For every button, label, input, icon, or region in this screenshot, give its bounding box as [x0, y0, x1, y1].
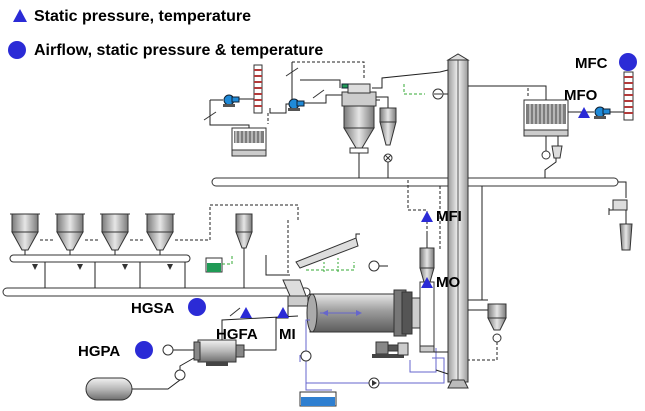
tag-hgsa: HGSA — [131, 300, 175, 317]
mill-drive-motor — [372, 341, 409, 358]
hot-gas-generator — [193, 339, 245, 366]
right-chimney — [623, 71, 634, 121]
feed-silo-1 — [10, 213, 40, 251]
fuel-tank — [85, 377, 133, 401]
feed-silo-4 — [145, 213, 175, 251]
green-tank — [205, 257, 223, 273]
marker-mo — [421, 277, 433, 288]
tag-mfi: MFI — [436, 208, 462, 225]
legend-circle-icon — [8, 41, 26, 59]
marker-mfi — [421, 211, 433, 222]
left-baghouse-filter — [231, 127, 267, 157]
separator-cyclone — [341, 83, 377, 154]
marker-mfo — [578, 107, 590, 118]
water-tank — [299, 391, 337, 407]
legend-triangle-label: Static pressure, temperature — [34, 8, 251, 25]
tag-mfc: MFC — [575, 55, 608, 72]
tag-hgpa: HGPA — [78, 343, 120, 360]
marker-hgsa — [188, 298, 206, 316]
left-fan-2 — [288, 98, 305, 111]
marker-mfc — [619, 53, 637, 71]
small-cyclone — [379, 107, 397, 163]
feed-silo-3 — [100, 213, 130, 251]
right-baghouse-filter — [523, 99, 569, 137]
left-chimney — [253, 64, 263, 114]
marker-hgpa — [135, 341, 153, 359]
additive-silo — [235, 213, 253, 249]
marker-hgfa — [240, 307, 252, 318]
ball-mill — [306, 289, 425, 337]
lower-conveyor — [2, 287, 311, 297]
tag-mi: MI — [279, 326, 296, 343]
mill-outlet-cyclone — [419, 247, 435, 353]
marker-mi — [277, 307, 289, 318]
tag-hgfa: HGFA — [216, 326, 258, 343]
bucket-elevator — [446, 53, 470, 389]
tag-mo: MO — [436, 274, 460, 291]
tag-mfo: MFO — [564, 87, 598, 104]
feed-conveyor — [9, 254, 191, 263]
reject-silo — [487, 303, 507, 343]
upper-conveyor — [211, 177, 619, 187]
right-fan — [594, 106, 611, 119]
left-fan-1 — [223, 94, 240, 107]
legend-circle-label: Airflow, static pressure & temperature — [34, 42, 323, 59]
legend-triangle-icon — [13, 9, 27, 22]
feed-silo-2 — [55, 213, 85, 251]
